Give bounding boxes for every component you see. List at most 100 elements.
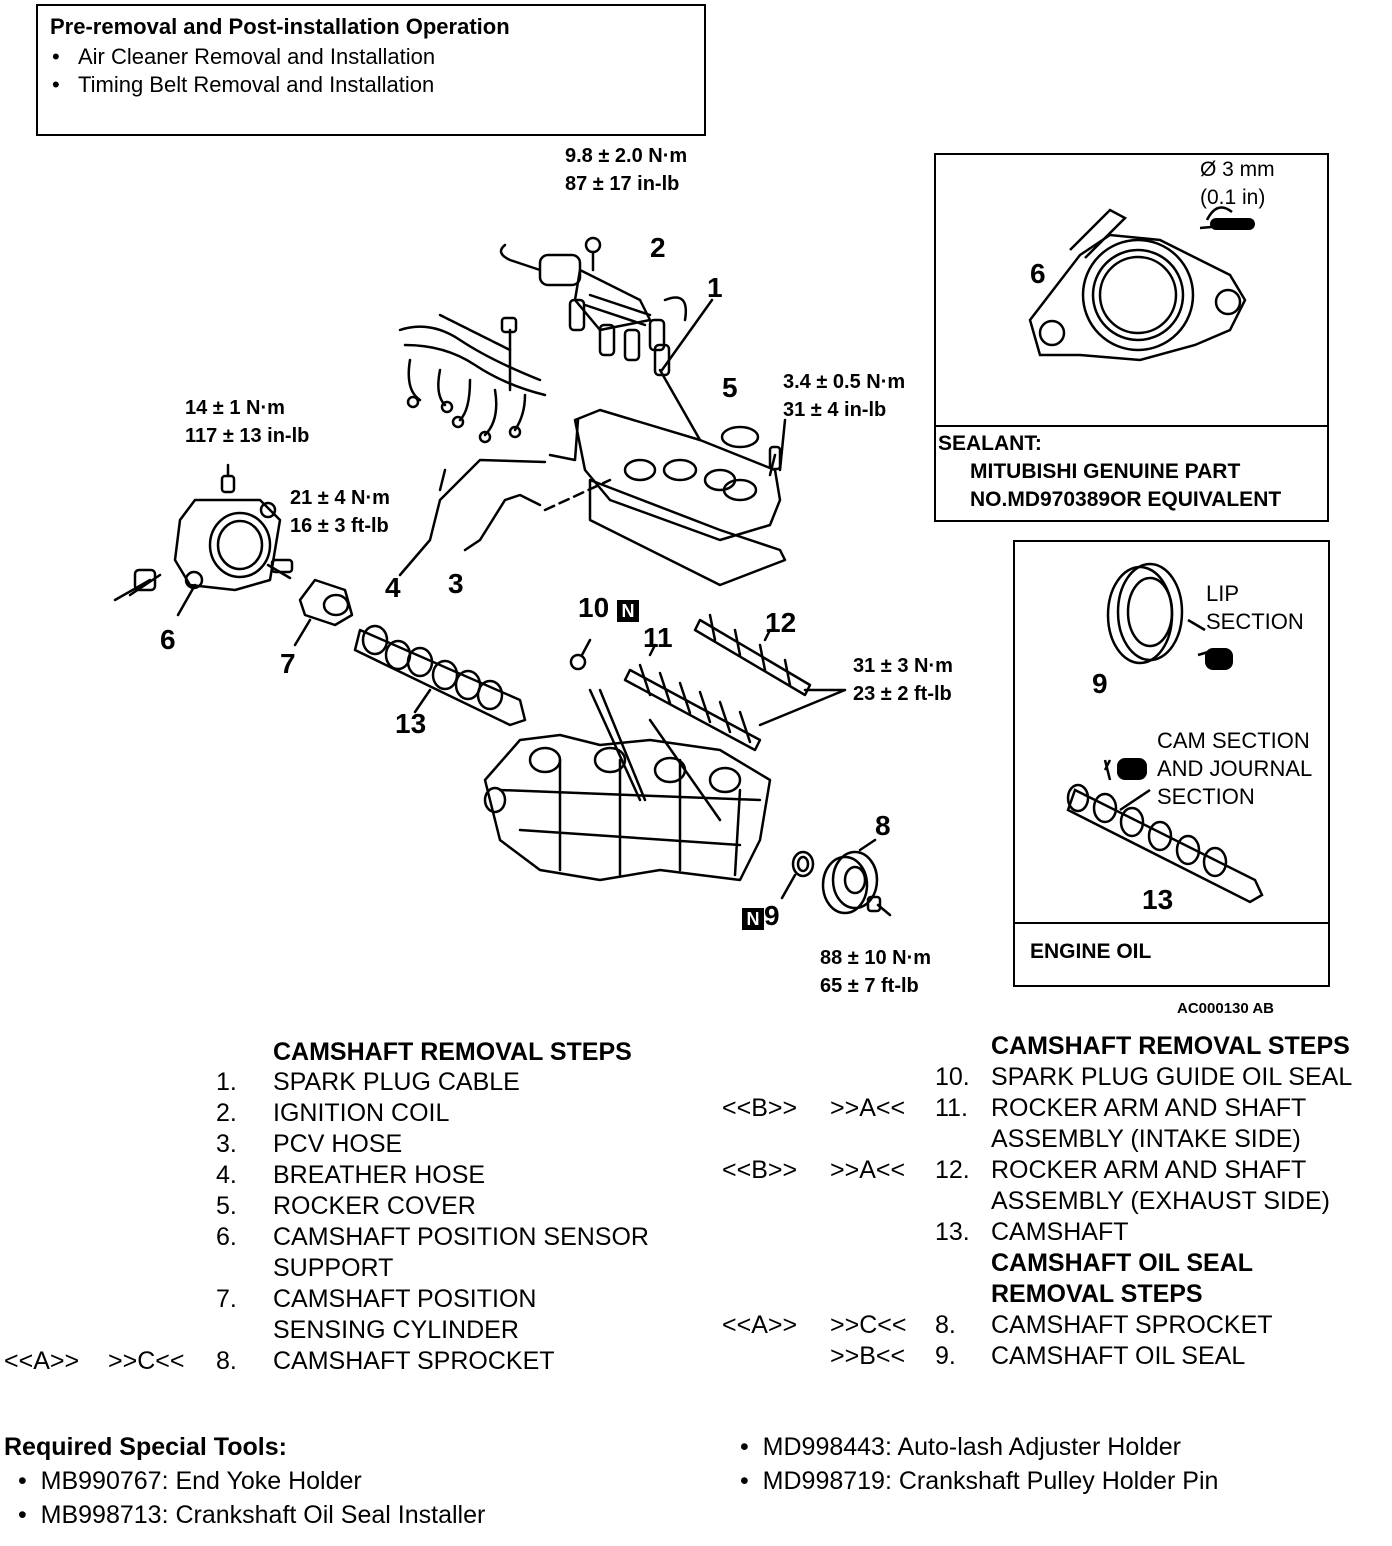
pre-removal-title: Pre-removal and Post-installation Operat…: [50, 14, 510, 39]
step-ref-install: >>A<<: [830, 1094, 906, 1122]
step-text: CAMSHAFT POSITION SENSOR: [273, 1223, 649, 1251]
engine-oil-panel: [1013, 540, 1330, 987]
ignition-coil-part: [499, 236, 688, 362]
step-text: SUPPORT: [273, 1254, 394, 1282]
tool-item: • MB998713: Crankshaft Oil Seal Installe…: [18, 1501, 486, 1529]
step-text: SPARK PLUG CABLE: [273, 1068, 520, 1096]
step-ref-removal: <<A>>: [722, 1311, 798, 1339]
breather-hose-part: [398, 458, 547, 577]
callout-3: 3: [448, 568, 464, 599]
step-text: IGNITION COIL: [273, 1099, 450, 1127]
tools-header: Required Special Tools:: [4, 1433, 287, 1461]
step-ref-install: >>B<<: [830, 1342, 906, 1370]
sealant-dimension: Ø 3 mm(0.1 in): [1200, 158, 1275, 209]
seal-steps-header-2: REMOVAL STEPS: [991, 1280, 1203, 1308]
callout-11: 11: [643, 622, 673, 653]
callout-13: 13: [395, 708, 427, 739]
step-number: 4.: [216, 1161, 237, 1189]
step-ref-removal: <<B>>: [722, 1094, 798, 1122]
callout-12: 12: [765, 607, 797, 638]
n-badge: N: [742, 908, 764, 930]
callout-1: 1: [707, 272, 723, 303]
oil-seal-9-part: [791, 850, 815, 878]
step-text: PCV HOSE: [273, 1130, 403, 1158]
step-number: 5.: [216, 1192, 237, 1220]
step-text: ASSEMBLY (EXHAUST SIDE): [991, 1187, 1330, 1215]
step-text: ASSEMBLY (INTAKE SIDE): [991, 1125, 1301, 1153]
camshaft-part: [353, 624, 527, 727]
right-steps-header: CAMSHAFT REMOVAL STEPS: [991, 1032, 1350, 1060]
callout-4: 4: [385, 572, 401, 603]
step-number: 2.: [216, 1099, 237, 1127]
n-badge: N: [616, 600, 639, 622]
step-number: 7.: [216, 1285, 237, 1313]
spark-plug-cable-leader: [660, 298, 714, 372]
sealant-line2: NO.MD970389OR EQUIVALENT: [970, 488, 1282, 511]
callout-6: 6: [160, 624, 176, 655]
step-ref-removal: <<B>>: [722, 1156, 798, 1184]
tool-item: • MD998719: Crankshaft Pulley Holder Pin: [740, 1467, 1219, 1495]
tool-item: • MB990767: End Yoke Holder: [18, 1467, 362, 1495]
figure-code: AC000130 AB: [1177, 1000, 1274, 1017]
sensor-support-part: [113, 498, 282, 617]
step-text: CAMSHAFT OIL SEAL: [991, 1342, 1246, 1370]
cylinder-head-part: [483, 688, 772, 882]
oil-detail-drawing: [1066, 562, 1264, 904]
step-number: 13.: [935, 1218, 970, 1246]
step-text: SENSING CYLINDER: [273, 1316, 519, 1344]
step-number: 6.: [216, 1223, 237, 1251]
camshaft-sprocket-part: [821, 838, 879, 915]
step-text: CAMSHAFT: [991, 1218, 1129, 1246]
step-number: 9.: [935, 1342, 956, 1370]
wiring-harness-part: [398, 313, 547, 444]
oil-part-13: 13: [1142, 884, 1174, 915]
step-number: 3.: [216, 1130, 237, 1158]
sealant-panel: [934, 153, 1329, 522]
callout-7: 7: [280, 648, 296, 679]
step-text: ROCKER ARM AND SHAFT: [991, 1156, 1307, 1184]
step-number: 8.: [216, 1347, 237, 1375]
sensing-cylinder-part: [266, 558, 354, 647]
callout-5: 5: [722, 372, 738, 403]
step-ref-removal: <<A>>: [4, 1347, 80, 1375]
step-text: ROCKER COVER: [273, 1192, 476, 1220]
step-ref-install: >>A<<: [830, 1156, 906, 1184]
step-number: 10.: [935, 1063, 970, 1091]
rocker-arm-intake-part: [623, 643, 762, 752]
pre-removal-item: •Timing Belt Removal and Installation: [52, 72, 435, 97]
pre-removal-item: •Air Cleaner Removal and Installation: [52, 44, 436, 69]
oil-part-9: 9: [1092, 668, 1108, 699]
step-text: SPARK PLUG GUIDE OIL SEAL: [991, 1063, 1353, 1091]
sealant-label: SEALANT:: [938, 432, 1042, 455]
seal-steps-header-1: CAMSHAFT OIL SEAL: [991, 1249, 1254, 1277]
sealant-part-number: 6: [1030, 258, 1046, 289]
rocker-cover-part: [573, 368, 787, 587]
step-number: 1.: [216, 1068, 237, 1096]
pcv-hose-part: [463, 493, 542, 552]
step-number: 8.: [935, 1311, 956, 1339]
step-ref-install: >>C<<: [830, 1311, 907, 1339]
step-text: BREATHER HOSE: [273, 1161, 486, 1189]
callout-10: 10 N: [578, 592, 639, 624]
step-text: ROCKER ARM AND SHAFT: [991, 1094, 1307, 1122]
step-text: CAMSHAFT SPROCKET: [991, 1311, 1273, 1339]
pre-removal-box: Pre-removal and Post-installation Operat…: [36, 4, 706, 136]
step-number: 12.: [935, 1156, 970, 1184]
sealant-line1: MITUBISHI GENUINE PART: [970, 460, 1241, 483]
engine-oil-label: ENGINE OIL: [1030, 940, 1152, 963]
step-number: 11.: [935, 1094, 968, 1122]
callout-8: 8: [875, 810, 891, 841]
step-text: CAMSHAFT POSITION: [273, 1285, 537, 1313]
tool-item: • MD998443: Auto-lash Adjuster Holder: [740, 1433, 1181, 1461]
callout-2: 2: [650, 232, 666, 263]
